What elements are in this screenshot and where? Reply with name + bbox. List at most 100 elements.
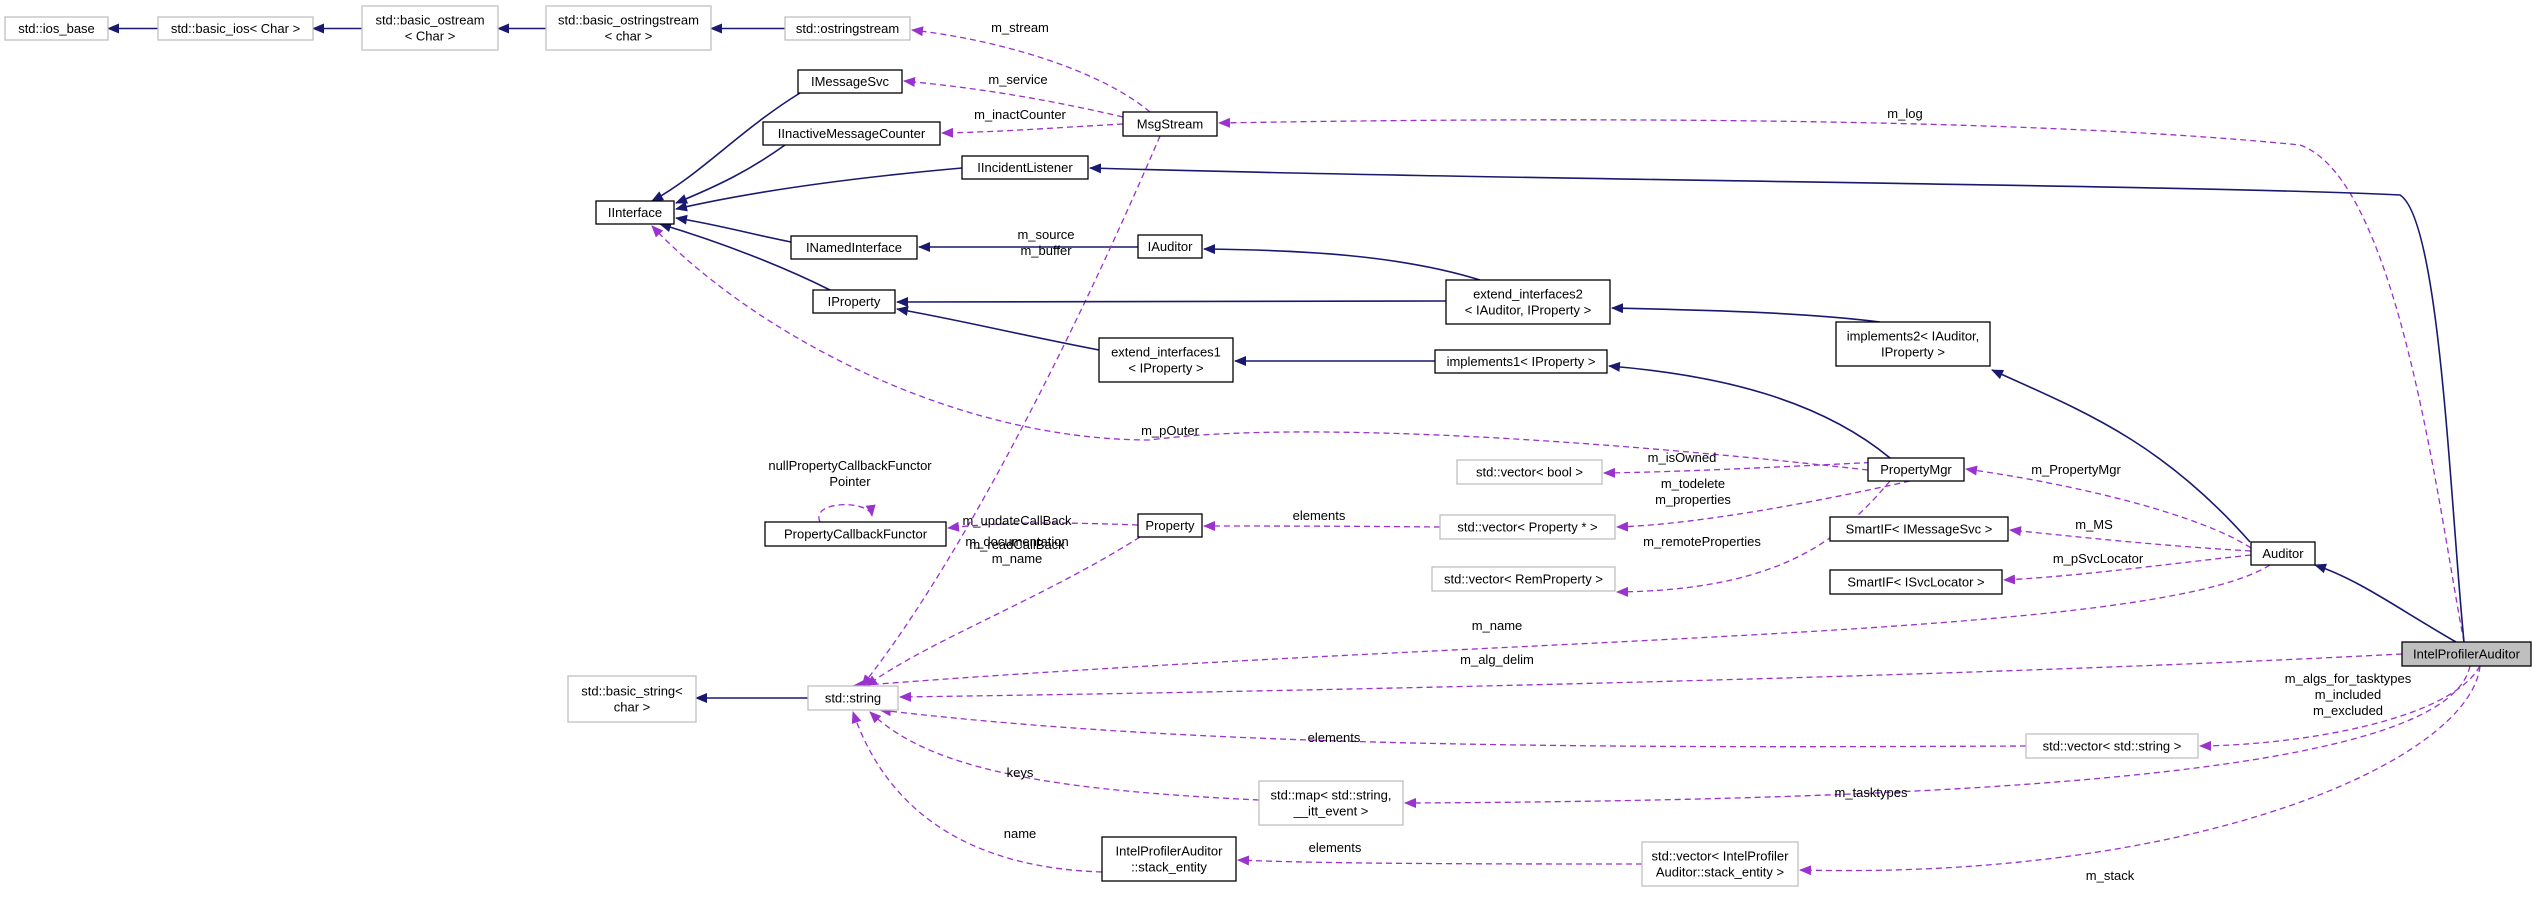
usage-edge-map-string-to-std-string xyxy=(869,711,1260,801)
class-node-label: std::basic_string< xyxy=(581,684,683,699)
class-node-label: IMessageSvc xyxy=(811,74,890,89)
class-node-basic-ostringstream[interactable]: std::basic_ostringstream< char > xyxy=(545,5,712,51)
class-node-extend-interfaces1[interactable]: extend_interfaces1< IProperty > xyxy=(1098,337,1234,383)
class-node-box xyxy=(567,675,697,723)
class-node-intel-profiler-auditor[interactable]: IntelProfilerAuditor xyxy=(2401,641,2532,667)
edge-label-property-mgr-to-vector-remprop: m_remoteProperties xyxy=(1643,534,1761,549)
usage-edge-msg-stream-to-imessage-svc xyxy=(903,77,1124,118)
class-node-vector-string[interactable]: std::vector< std::string > xyxy=(2025,733,2199,759)
class-node-vector-stack[interactable]: std::vector< IntelProfilerAuditor::stack… xyxy=(1641,841,1799,887)
edge-label-map-string-to-std-string: keys xyxy=(1007,765,1034,780)
class-node-label: IAuditor xyxy=(1148,239,1193,254)
class-node-std-string[interactable]: std::string xyxy=(807,685,899,711)
class-node-map-string[interactable]: std::map< std::string,__itt_event > xyxy=(1258,780,1404,826)
usage-edge-msg-stream-to-ostringstream xyxy=(911,26,1151,113)
class-node-inamed-interface[interactable]: INamedInterface xyxy=(790,235,918,260)
class-node-box xyxy=(961,155,1089,180)
class-node-stack-entity[interactable]: IntelProfilerAuditor::stack_entity xyxy=(1101,836,1237,882)
class-node-iauditor[interactable]: IAuditor xyxy=(1137,234,1203,259)
class-node-iinterface[interactable]: IInterface xyxy=(595,200,675,225)
class-node-iincident-listener[interactable]: IIncidentListener xyxy=(961,155,1089,180)
class-node-label: IInactiveMessageCounter xyxy=(778,126,926,141)
edge-label-property-callback-functor-to-property-callback-functor: Pointer xyxy=(829,474,871,489)
class-node-iproperty[interactable]: IProperty xyxy=(812,289,896,314)
class-node-property-mgr[interactable]: PropertyMgr xyxy=(1867,457,1965,482)
class-node-box xyxy=(764,521,947,547)
class-node-basic-ostream[interactable]: std::basic_ostream< Char > xyxy=(361,5,499,51)
class-node-label: std::vector< std::string > xyxy=(2043,739,2182,754)
class-node-box xyxy=(2401,641,2532,667)
class-node-label: < IProperty > xyxy=(1128,361,1203,376)
class-node-label: std::vector< Property * > xyxy=(1457,520,1597,535)
class-node-label: implements2< IAuditor, xyxy=(1847,329,1980,344)
class-node-implements1[interactable]: implements1< IProperty > xyxy=(1434,349,1608,374)
edge-label-vector-property-to-property: elements xyxy=(1293,508,1346,523)
edge-label-intel-profiler-auditor-to-vector-string: m_algs_for_tasktypes xyxy=(2285,671,2412,686)
edge-label-intel-profiler-auditor-to-vector-stack: m_stack xyxy=(2086,868,2135,883)
class-node-imessage-svc[interactable]: IMessageSvc xyxy=(797,69,903,94)
class-node-label: IProperty > xyxy=(1881,345,1945,360)
class-node-box xyxy=(784,16,911,41)
class-node-label: ::stack_entity xyxy=(1131,860,1207,875)
class-node-box xyxy=(4,16,109,41)
class-node-property[interactable]: Property xyxy=(1137,513,1203,538)
class-node-basic-ios[interactable]: std::basic_ios< Char > xyxy=(157,16,314,41)
edge-label-vector-stack-to-stack-entity: elements xyxy=(1309,840,1362,855)
class-node-label: __itt_event > xyxy=(1293,804,1369,819)
usage-edge-intel-profiler-auditor-to-vector-string xyxy=(2199,665,2481,751)
edge-label-property-mgr-to-iinterface: m_pOuter xyxy=(1141,423,1199,438)
class-node-box xyxy=(1456,459,1603,485)
class-node-label: < IAuditor, IProperty > xyxy=(1465,303,1591,318)
class-node-box xyxy=(1101,836,1237,882)
class-node-box xyxy=(1098,337,1234,383)
edge-label-intel-profiler-auditor-to-vector-string: m_excluded xyxy=(2313,703,2383,718)
class-node-vector-remprop[interactable]: std::vector< RemProperty > xyxy=(1431,566,1616,592)
class-node-property-callback-functor[interactable]: PropertyCallbackFunctor xyxy=(764,521,947,547)
edge-label-property-to-property-callback-functor: m_updateCallBack xyxy=(962,513,1072,528)
class-node-box xyxy=(361,5,499,51)
edge-label-auditor-to-std-string: m_name xyxy=(1472,618,1523,633)
class-node-box xyxy=(1829,516,2009,542)
class-node-label: std::vector< bool > xyxy=(1476,465,1583,480)
class-node-vector-bool[interactable]: std::vector< bool > xyxy=(1456,459,1603,485)
inheritance-edge-extend-interfaces1-to-iproperty xyxy=(896,305,1100,351)
class-node-smart-if-svc-loc[interactable]: SmartIF< ISvcLocator > xyxy=(1829,569,2003,595)
class-node-iinactive-message-counter[interactable]: IInactiveMessageCounter xyxy=(762,121,941,146)
class-node-box xyxy=(790,235,918,260)
class-node-vector-property[interactable]: std::vector< Property * > xyxy=(1439,514,1616,540)
class-node-box xyxy=(807,685,899,711)
class-node-label: Auditor::stack_entity > xyxy=(1656,865,1784,880)
edge-label-msg-stream-to-iinactive-message-counter: m_inactCounter xyxy=(974,107,1066,122)
edge-label-intel-profiler-auditor-to-vector-string: m_included xyxy=(2315,687,2382,702)
class-node-basic-string[interactable]: std::basic_string<char > xyxy=(567,675,697,723)
inheritance-edge-auditor-to-implements2 xyxy=(1991,369,2251,543)
class-node-ios-base[interactable]: std::ios_base xyxy=(4,16,109,41)
class-node-ostringstream[interactable]: std::ostringstream xyxy=(784,16,911,41)
class-node-msg-stream[interactable]: MsgStream xyxy=(1122,111,1218,137)
usage-edge-property-to-property-callback-functor xyxy=(947,521,1139,532)
class-node-label: < char > xyxy=(605,29,653,44)
class-node-label: MsgStream xyxy=(1137,117,1203,132)
usage-edge-auditor-to-smart-if-msg-svc xyxy=(2009,526,2252,552)
usage-edge-property-mgr-to-vector-property xyxy=(1616,480,1911,532)
class-node-label: std::ios_base xyxy=(18,21,95,36)
class-node-label: PropertyMgr xyxy=(1880,462,1952,477)
edge-label-msg-stream-to-std-string: m_buffer xyxy=(1020,243,1072,258)
class-node-implements2[interactable]: implements2< IAuditor,IProperty > xyxy=(1835,321,1991,367)
class-node-auditor[interactable]: Auditor xyxy=(2250,541,2316,566)
class-node-box xyxy=(1137,513,1203,538)
class-node-box xyxy=(812,289,896,314)
usage-edge-msg-stream-to-iinactive-message-counter xyxy=(941,123,1124,138)
class-node-box xyxy=(1434,349,1608,374)
class-node-box xyxy=(762,121,941,146)
usage-edge-auditor-to-std-string xyxy=(852,564,2271,691)
edge-label-auditor-to-smart-if-msg-svc: m_MS xyxy=(2075,517,2113,532)
class-node-label: std::ostringstream xyxy=(796,21,899,36)
class-node-label: SmartIF< IMessageSvc > xyxy=(1846,522,1993,537)
class-node-smart-if-msg-svc[interactable]: SmartIF< IMessageSvc > xyxy=(1829,516,2009,542)
edge-label-auditor-to-property-mgr: m_PropertyMgr xyxy=(2031,462,2121,477)
class-node-label: extend_interfaces2 xyxy=(1473,287,1583,302)
class-node-extend-interfaces2[interactable]: extend_interfaces2< IAuditor, IProperty … xyxy=(1445,279,1611,325)
class-node-label: IInterface xyxy=(608,205,662,220)
class-node-label: Property xyxy=(1145,518,1195,533)
